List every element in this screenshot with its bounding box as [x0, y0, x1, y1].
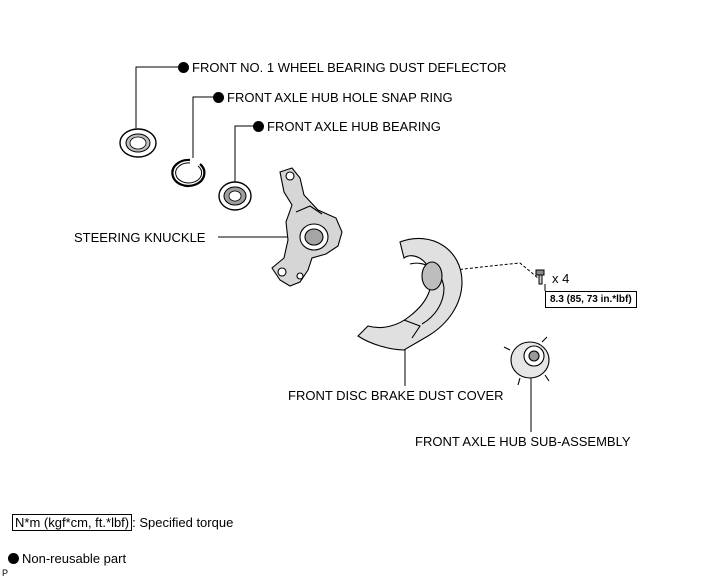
dust-deflector-text: FRONT NO. 1 WHEEL BEARING DUST DEFLECTOR	[192, 60, 507, 75]
label-hub-bearing: FRONT AXLE HUB BEARING	[253, 119, 441, 134]
non-reusable-dot-icon	[213, 92, 224, 103]
non-reusable-dot-icon	[253, 121, 264, 132]
legend-non-reusable-text: Non-reusable part	[22, 551, 127, 566]
leader-bolt	[454, 262, 539, 279]
torque-spec-box: 8.3 (85, 73 in.*lbf)	[545, 291, 637, 308]
label-steering-knuckle: STEERING KNUCKLE	[74, 230, 206, 245]
non-reusable-dot-icon	[8, 553, 19, 564]
dust-deflector-part	[119, 128, 157, 158]
legend-torque: N*m (kgf*cm, ft.*lbf): Specified torque	[12, 514, 234, 531]
legend-torque-desc: : Specified torque	[132, 515, 234, 530]
label-dust-deflector: FRONT NO. 1 WHEEL BEARING DUST DEFLECTOR	[178, 60, 506, 75]
hub-bearing-part	[218, 181, 252, 211]
hub-bearing-text: FRONT AXLE HUB BEARING	[267, 119, 441, 134]
steering-knuckle-part	[271, 167, 343, 287]
dust-cover-part	[357, 237, 463, 351]
leader-snap-ring	[192, 96, 213, 158]
bolt-part	[535, 269, 545, 285]
hub-sub-assembly-part	[503, 336, 550, 386]
label-disc-brake-dust-cover: FRONT DISC BRAKE DUST COVER	[288, 388, 504, 403]
label-hub-sub-assembly: FRONT AXLE HUB SUB-ASSEMBLY	[415, 434, 631, 449]
corner-mark: P	[2, 568, 9, 578]
leader-hub-bearing	[234, 125, 253, 183]
snap-ring-text: FRONT AXLE HUB HOLE SNAP RING	[227, 90, 453, 105]
legend-torque-unit: N*m (kgf*cm, ft.*lbf)	[12, 514, 133, 531]
snap-ring-part	[171, 158, 206, 188]
leader-dust-deflector	[135, 66, 178, 128]
non-reusable-dot-icon	[178, 62, 189, 73]
label-snap-ring: FRONT AXLE HUB HOLE SNAP RING	[213, 90, 453, 105]
legend-non-reusable: Non-reusable part	[8, 551, 126, 566]
bolt-quantity: x 4	[552, 271, 570, 286]
